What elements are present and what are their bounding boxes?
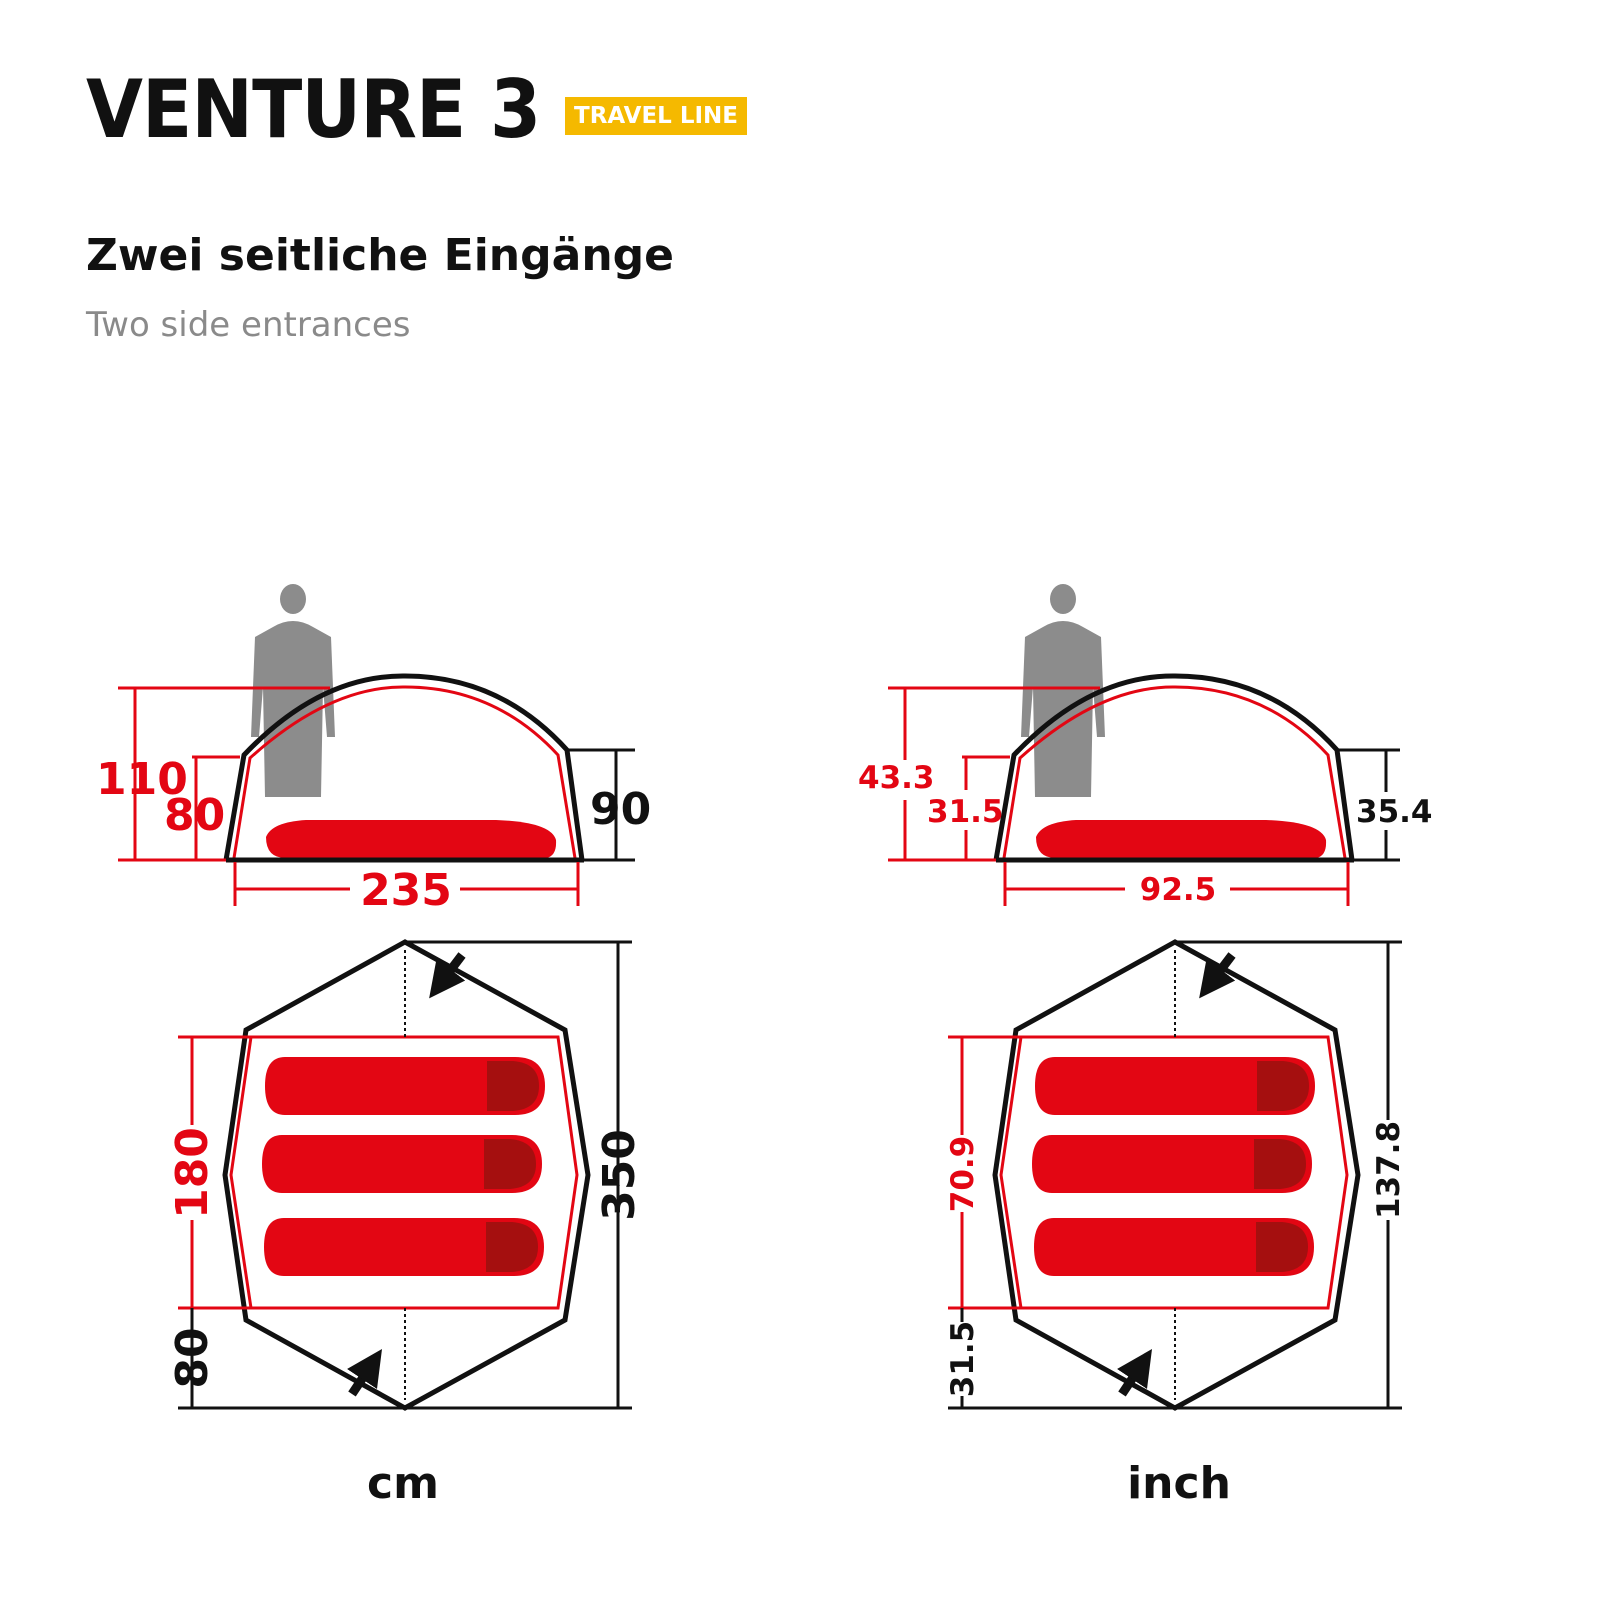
side-view-inch: 43.3 31.5 35.4 92.5 [858,584,1433,908]
inner-tent-outline-side [232,685,577,859]
width-label: 235 [360,865,452,916]
entrance-arrow-icon [1117,1349,1152,1397]
tent-outline-side [223,673,585,861]
inner-length-label: 70.9 [945,1136,981,1213]
total-length-label: 350 [594,1129,645,1221]
unit-label: cm [367,1458,439,1509]
entrance-arrow-icon [429,952,466,999]
height-inner-label: 80 [164,790,225,841]
top-view-cm: 180 80 350 [167,939,645,1411]
inner-tent-outline-top [229,1035,579,1310]
height-right-label: 90 [590,784,651,835]
inner-tent-outline-top [999,1035,1349,1310]
side-view-cm: 110 80 90 235 [96,584,651,916]
entrance-arrow-icon [347,1349,382,1397]
person-silhouette-icon [251,584,335,797]
sleeping-bag-side [1036,820,1327,858]
height-outer-label: 43.3 [858,760,935,796]
inner-length-label: 180 [167,1127,218,1219]
diagram-cm: 110 80 90 235 [96,584,651,1509]
vestibule-depth-label: 80 [167,1327,218,1388]
inner-tent-outline-side [1002,685,1347,859]
top-view-inch: 70.9 31.5 137.8 [945,939,1407,1411]
product-title: VENTURE 3 [86,63,541,156]
unit-label: inch [1127,1458,1231,1509]
person-silhouette-icon [1021,584,1105,797]
height-right-label: 35.4 [1356,794,1433,830]
total-length-label: 137.8 [1371,1121,1407,1219]
diagram-inch: 43.3 31.5 35.4 92.5 [858,584,1433,1509]
subtitle-german: Zwei seitliche Eingänge [86,230,674,281]
height-inner-label: 31.5 [927,794,1004,830]
product-line-badge: TRAVEL LINE [565,97,747,135]
subtitle-english: Two side entrances [86,305,411,345]
sleeping-bag-side [266,820,557,858]
tent-outline-side [993,673,1355,861]
width-label: 92.5 [1140,872,1217,908]
vestibule-depth-label: 31.5 [945,1321,981,1398]
entrance-arrow-icon [1199,952,1236,999]
height-outer-label: 110 [96,754,188,805]
